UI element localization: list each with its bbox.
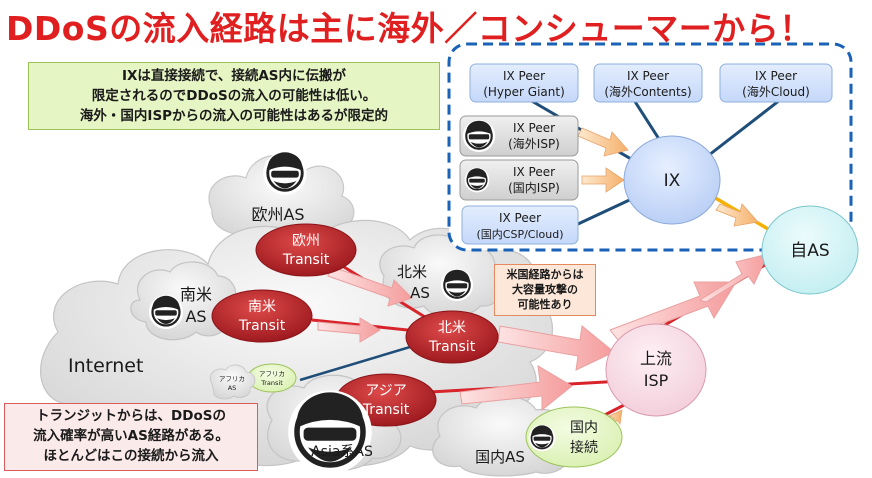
- ix-peer-domestic-csp: IX Peer (国内CSP/Cloud): [461, 205, 579, 245]
- na-as-sub: AS: [410, 284, 430, 302]
- transit-sub: Transit: [238, 318, 286, 334]
- eu-as-label: 欧州AS: [251, 205, 304, 224]
- africa-transit-node: アフリカ Transit: [247, 363, 297, 393]
- hacker-icon: [440, 268, 474, 302]
- transit-label: 欧州: [292, 233, 320, 249]
- transit-label: 南米: [248, 299, 276, 315]
- africa-transit-sub: Transit: [260, 379, 283, 387]
- transit-label: アジア: [365, 383, 406, 399]
- eu-transit-node: 欧州 Transit: [255, 223, 357, 277]
- sa-as-label: 南米: [180, 285, 212, 304]
- hacker-icon: [464, 167, 490, 193]
- peer-sub: (海外ISP): [508, 136, 560, 151]
- domestic-connection-node: 国内 接続: [525, 406, 623, 468]
- ddos-arrows: [317, 253, 769, 412]
- transit-note-line: ほとんどはこの接続から流入: [43, 448, 219, 464]
- na-as-label: 北米: [397, 263, 427, 281]
- hacker-icon: [262, 150, 308, 196]
- sa-transit-node: 南米 Transit: [211, 289, 313, 343]
- peer-sub: (海外Cloud): [742, 84, 810, 99]
- transit-label: 北米: [438, 320, 466, 336]
- us-note-line: 米国経路からは: [506, 268, 584, 281]
- domestic-label: 国内: [570, 420, 598, 436]
- peer-label: IX Peer: [513, 165, 555, 179]
- hacker-icon: [528, 424, 556, 452]
- africa-transit-label: アフリカ: [259, 370, 285, 378]
- peer-label: IX Peer: [755, 69, 797, 83]
- transit-sub: Transit: [428, 339, 476, 355]
- hacker-icon: [148, 294, 184, 330]
- peer-label: IX Peer: [627, 69, 669, 83]
- internet-label: Internet: [68, 355, 143, 377]
- us-note-line: 大容量攻撃の: [512, 283, 578, 296]
- us-route-note: 米国経路からは 大容量攻撃の 可能性あり: [494, 264, 596, 316]
- hacker-icon: [288, 390, 372, 474]
- peer-label: IX Peer: [499, 211, 541, 225]
- self-as-label: 自AS: [790, 241, 829, 261]
- upstream-isp-node: 上流 ISP: [605, 323, 707, 417]
- hacker-icon: [462, 119, 496, 153]
- ix-note-line: 海外・国内ISPからの流入の可能性はあるが限定的: [79, 108, 389, 124]
- page-title: DDoSの流入経路は主に海外／コンシューマーから！: [6, 9, 813, 48]
- peer-sub: (海外Contents): [604, 84, 691, 99]
- transit-note-line: 流入確率が高いAS経路がある。: [33, 428, 229, 444]
- ix-note: IXは直接接続で、接続AS内に伝搬が 限定されるのでDDoSの流入の可能性は低い…: [28, 62, 440, 130]
- upstream-sub: ISP: [644, 371, 669, 390]
- na-transit-node: 北米 Transit: [405, 310, 499, 364]
- ix-peer-overseas-isp: IX Peer (海外ISP): [459, 115, 579, 157]
- ix-peer-overseas-contents: IX Peer (海外Contents): [593, 63, 703, 103]
- sa-as-sub: AS: [185, 307, 206, 326]
- ix-node: IX: [623, 135, 721, 225]
- ix-label: IX: [664, 171, 681, 191]
- africa-as-cloud: アフリカ AS: [209, 364, 256, 400]
- transit-sub: Transit: [282, 252, 330, 268]
- peer-sub: (Hyper Giant): [483, 85, 565, 99]
- asia-as-label: Asia系AS: [311, 444, 373, 460]
- self-as-node: 自AS: [761, 205, 859, 295]
- peer-sub: (国内ISP): [508, 181, 560, 195]
- peer-sub: (国内CSP/Cloud): [476, 227, 563, 241]
- africa-link: [299, 342, 421, 382]
- ix-peer-domestic-isp: IX Peer (国内ISP): [459, 159, 579, 201]
- transit-sub: Transit: [362, 402, 410, 418]
- transit-note: トランジットからは、DDoSの 流入確率が高いAS経路がある。 ほとんどはこの接…: [4, 403, 258, 471]
- upstream-label: 上流: [640, 349, 672, 368]
- ix-peer-hyper-giant: IX Peer (Hyper Giant): [469, 63, 579, 103]
- ix-note-line: IXは直接接続で、接続AS内に伝搬が: [121, 68, 347, 84]
- ix-peer-arrows: [577, 127, 759, 227]
- domestic-as-label: 国内AS: [475, 448, 525, 466]
- ix-peer-overseas-cloud: IX Peer (海外Cloud): [719, 63, 833, 103]
- peer-label: IX Peer: [513, 121, 555, 135]
- africa-as-label: アフリカ: [219, 375, 245, 383]
- peer-label: IX Peer: [503, 69, 545, 83]
- domestic-sub: 接続: [570, 439, 598, 456]
- africa-as-sub: AS: [228, 384, 237, 392]
- transit-note-line: トランジットからは、DDoSの: [36, 408, 226, 424]
- us-note-line: 可能性あり: [517, 298, 573, 311]
- ix-note-line: 限定されるのでDDoSの流入の可能性は低い。: [91, 88, 377, 104]
